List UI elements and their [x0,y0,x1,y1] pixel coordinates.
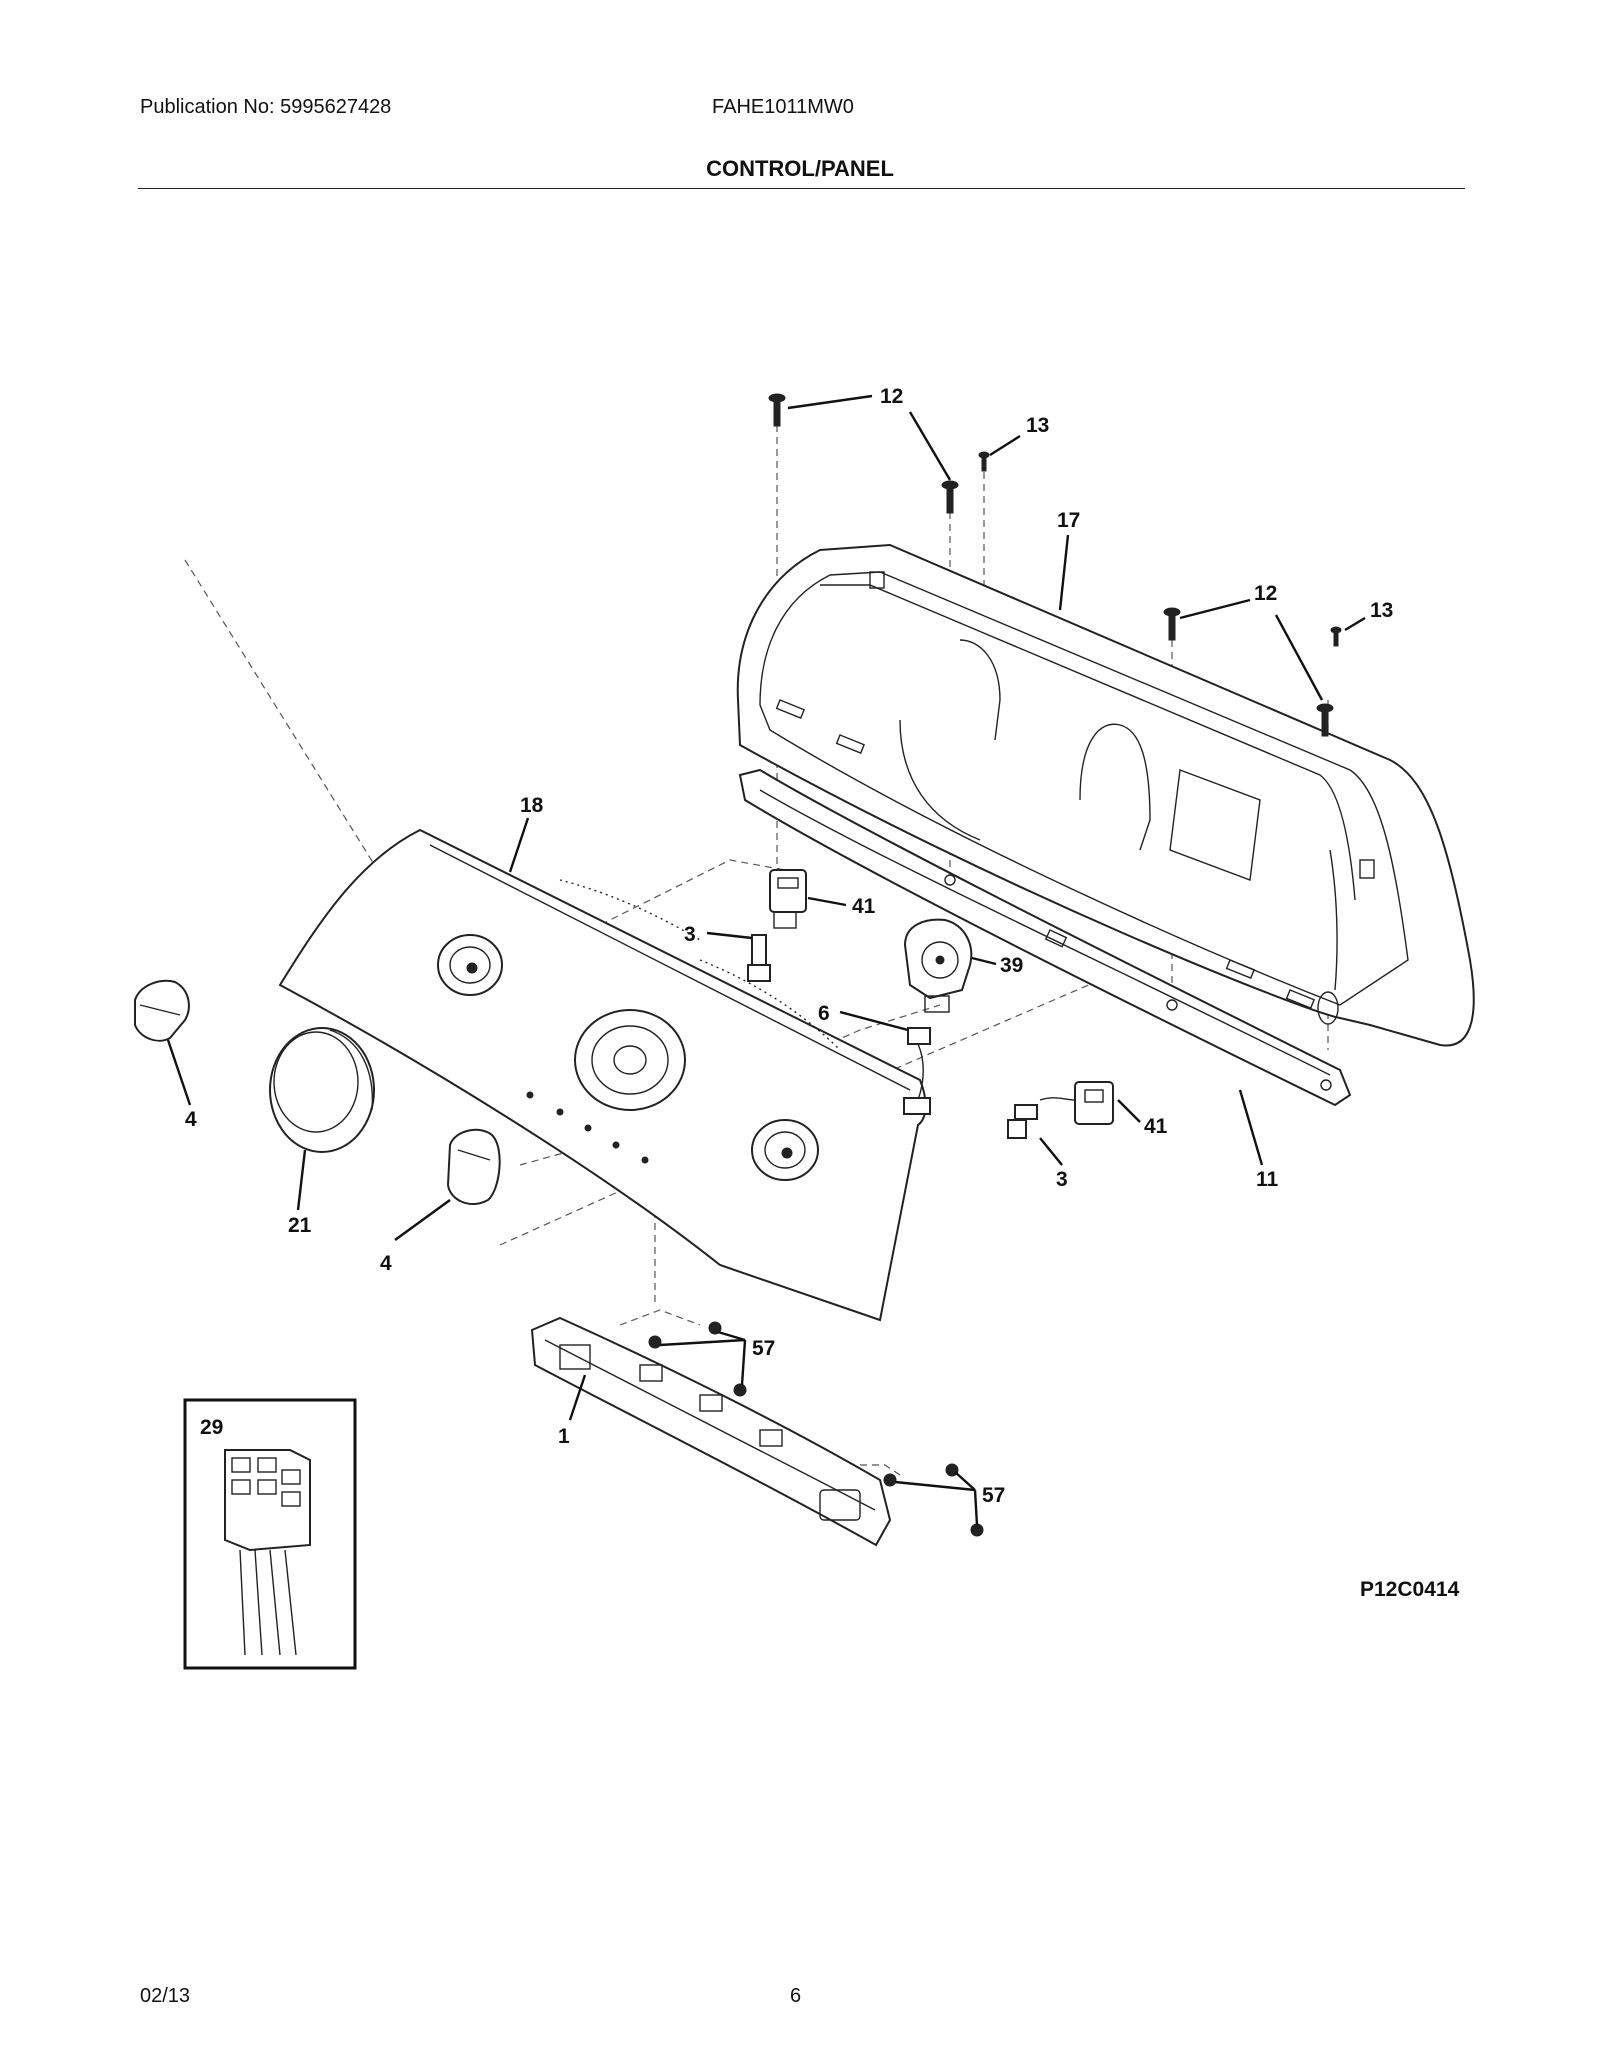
callout-6: 6 [818,1002,830,1025]
control-board-1 [530,1316,892,1547]
control-console-18 [278,828,927,1322]
callout-39: 39 [1000,954,1023,977]
model-number: FAHE1011MW0 [712,96,854,118]
publication-number: Publication No: 5995627428 [140,96,392,118]
harness-6 [903,1027,931,1115]
section-title: CONTROL/PANEL [706,156,894,181]
callout-41a: 41 [852,895,876,918]
callout-21: 21 [288,1214,312,1237]
inset-connector-29 [183,1398,357,1670]
diagram-code: P12C0414 [1360,1578,1460,1601]
callout-3b: 3 [1056,1168,1068,1191]
callout-13b: 13 [1370,599,1393,622]
connector-3-upper [747,934,771,982]
control-housing-17 [736,543,1475,1047]
switch-41-lower [1074,1081,1114,1125]
screws-12-13 [768,393,1342,737]
encoder-39 [903,918,973,1013]
callout-57a: 57 [752,1337,775,1360]
knob-4-upper [134,980,190,1042]
knob-4-lower [446,1128,501,1205]
callout-13a: 13 [1026,414,1049,437]
callout-labels: 12 13 17 12 13 18 41 3 39 6 4 41 3 11 21… [185,385,1393,1507]
callout-1: 1 [558,1425,570,1448]
callout-29: 29 [200,1416,223,1439]
callout-4b: 4 [380,1252,392,1275]
callout-11: 11 [1256,1168,1279,1191]
header-rule [138,188,1465,189]
callout-3a: 3 [684,923,696,946]
footer-page-number: 6 [790,1985,802,2007]
callout-18: 18 [520,794,544,817]
connector-3-lower [1007,1097,1076,1139]
trim-strip-11 [738,768,1352,1107]
leader-lines [166,394,1366,1526]
callout-57b: 57 [982,1484,1005,1507]
switch-41-upper [769,869,807,929]
callout-41b: 41 [1144,1115,1168,1138]
callout-4a: 4 [185,1108,197,1131]
callout-12b: 12 [1254,582,1277,605]
callout-17: 17 [1057,509,1080,532]
selector-dial-21 [269,1027,375,1153]
footer-date: 02/13 [140,1985,191,2007]
callout-12a: 12 [880,385,903,408]
